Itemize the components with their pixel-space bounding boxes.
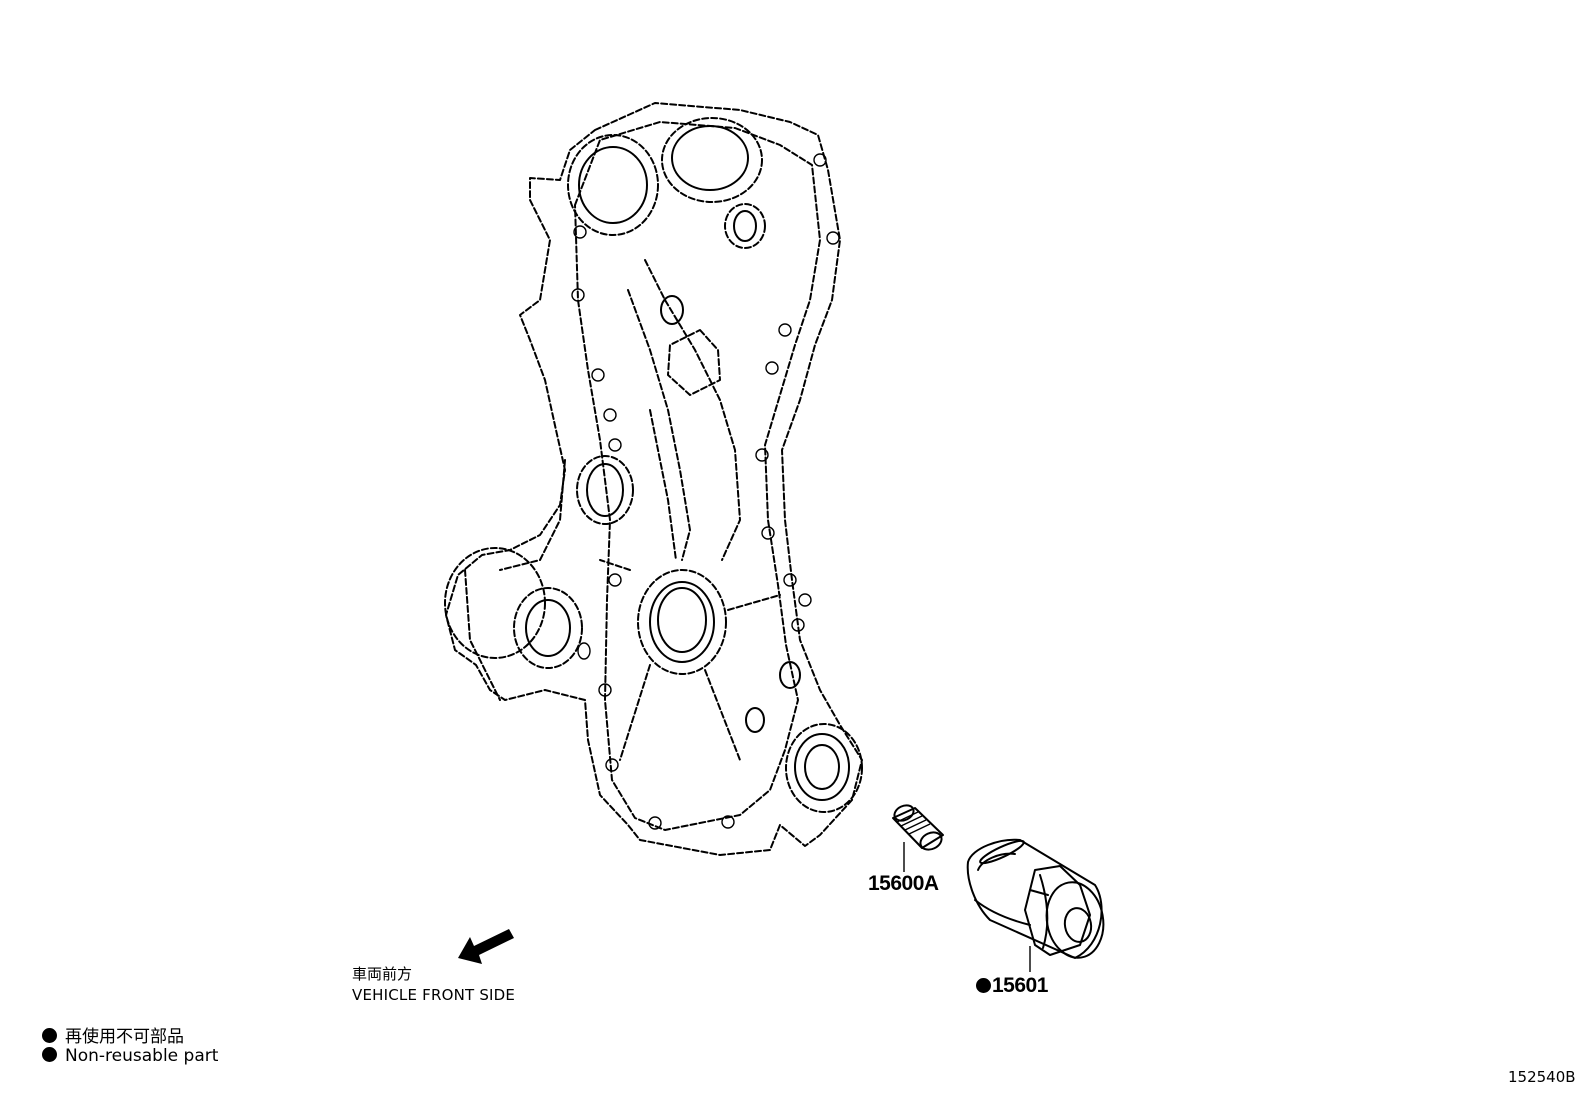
- oil-filter-drawing: [966, 838, 1105, 972]
- legend-row-jp: 再使用不可部品: [42, 1022, 184, 1047]
- legend-row-en: Non-reusable part: [42, 1046, 218, 1066]
- arrow-icon: [458, 929, 514, 964]
- illustration-reference-number: 152540B: [1508, 1068, 1576, 1086]
- black-dot-icon: [42, 1047, 57, 1062]
- black-dot-icon: [42, 1028, 57, 1043]
- direction-label-en: VEHICLE FRONT SIDE: [352, 986, 516, 1004]
- part-label-oil-filter-union: 15600A: [868, 872, 939, 895]
- oil-filter-union-drawing: [892, 804, 944, 872]
- timing-chain-cover-drawing: [444, 102, 863, 856]
- part-number-oil-filter: 15601: [992, 974, 1048, 997]
- legend-text-jp: 再使用不可部品: [65, 1027, 184, 1047]
- direction-label-jp: 車両前方: [352, 965, 413, 983]
- part-label-oil-filter: 15601: [976, 974, 1048, 998]
- legend-text-en: Non-reusable part: [65, 1046, 219, 1066]
- black-dot-icon: [976, 978, 991, 993]
